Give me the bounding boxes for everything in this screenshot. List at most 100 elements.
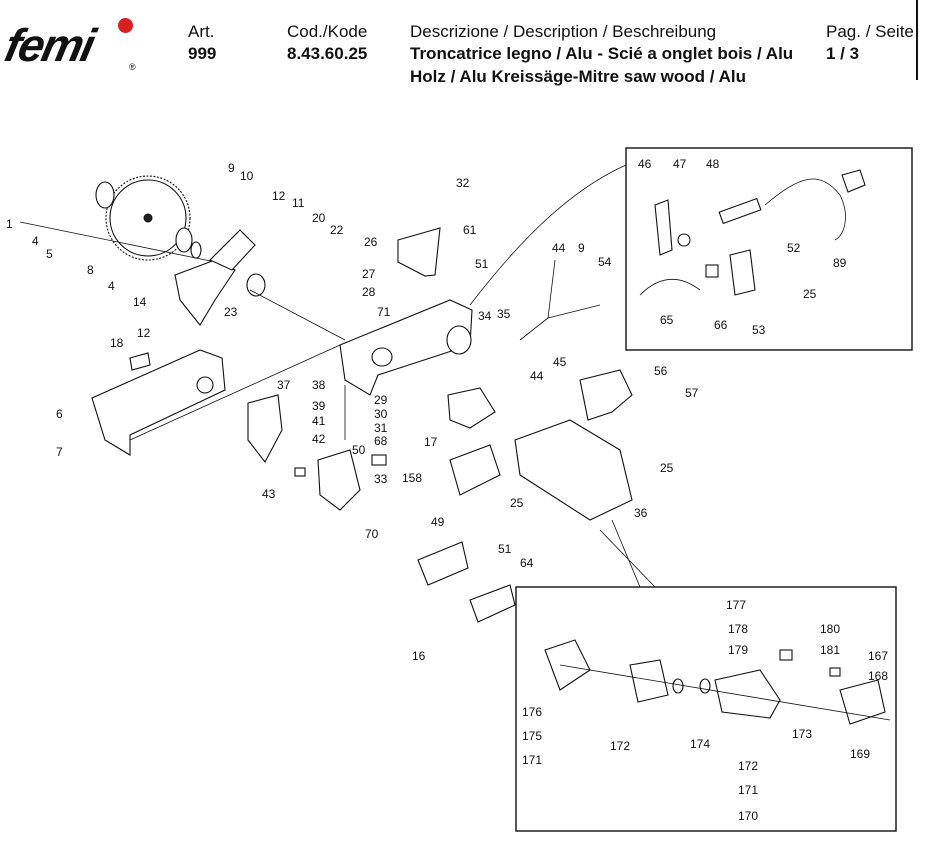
motor-housing bbox=[514, 419, 633, 521]
callout-64: 64 bbox=[520, 556, 534, 570]
arm-pulley bbox=[446, 325, 472, 355]
art-value: 999 bbox=[188, 44, 217, 63]
bracket-plate bbox=[417, 541, 469, 586]
saw-blade bbox=[105, 175, 191, 261]
callout-8: 8 bbox=[87, 263, 94, 277]
description-line-1: Troncatrice legno / Alu - Scié a onglet … bbox=[410, 44, 794, 63]
callout-27: 27 bbox=[362, 267, 376, 281]
arm-pivot bbox=[371, 347, 393, 367]
cover-box bbox=[449, 444, 501, 496]
knob-part bbox=[129, 352, 151, 371]
callout-179: 179 bbox=[728, 643, 748, 657]
base-axis-line bbox=[129, 344, 341, 441]
callout-70: 70 bbox=[365, 527, 379, 541]
inset-pointer-motor bbox=[599, 519, 656, 588]
callout-56: 56 bbox=[654, 364, 668, 378]
callout-33: 33 bbox=[374, 472, 388, 486]
callout-38: 38 bbox=[312, 378, 326, 392]
small-clip bbox=[294, 467, 306, 477]
callout-35: 35 bbox=[497, 307, 511, 321]
terminal-block bbox=[705, 264, 719, 278]
callout-175: 175 bbox=[522, 729, 542, 743]
registered-mark: ® bbox=[129, 62, 136, 72]
callout-16: 16 bbox=[412, 649, 426, 663]
switch-housing bbox=[654, 199, 673, 256]
inset-box-motor bbox=[515, 586, 897, 832]
callout-6: 6 bbox=[56, 407, 63, 421]
cord-holder bbox=[729, 249, 756, 296]
callout-66: 66 bbox=[714, 318, 728, 332]
callout-1: 1 bbox=[6, 217, 13, 231]
callout-171: 171 bbox=[522, 753, 542, 767]
callout-54: 54 bbox=[598, 255, 612, 269]
callout-25c: 25 bbox=[803, 287, 817, 301]
callout-51: 51 bbox=[475, 257, 489, 271]
callout-173: 173 bbox=[792, 727, 812, 741]
callout-158: 158 bbox=[402, 471, 422, 485]
callout-29: 29 bbox=[374, 393, 388, 407]
plug bbox=[841, 169, 866, 193]
callout-44b: 44 bbox=[530, 369, 544, 383]
armature bbox=[544, 639, 591, 691]
brush bbox=[829, 667, 841, 677]
header-rule bbox=[916, 0, 918, 80]
page-value: 1 / 3 bbox=[826, 44, 860, 63]
lock-rod bbox=[519, 259, 601, 341]
callout-180: 180 bbox=[820, 622, 840, 636]
swing-arm bbox=[339, 299, 473, 396]
description-line-2: Holz / Alu Kreissäge-Mitre saw wood / Al… bbox=[410, 67, 746, 86]
document-header: femi ® Art. 999 Cod./Kode 8.43.60.25 Des… bbox=[0, 0, 925, 90]
callout-22: 22 bbox=[330, 223, 344, 237]
handle-half bbox=[247, 394, 283, 464]
callout-176: 176 bbox=[522, 705, 542, 719]
brush-holder bbox=[779, 649, 793, 661]
page-label: Pag. / Seite bbox=[826, 22, 914, 41]
callout-45: 45 bbox=[553, 355, 567, 369]
base-table bbox=[91, 349, 226, 456]
guard-link bbox=[209, 229, 256, 271]
fan-housing bbox=[629, 659, 669, 703]
switch-block bbox=[371, 454, 387, 466]
code-label: Cod./Kode bbox=[287, 22, 368, 41]
callout-168: 168 bbox=[868, 669, 888, 683]
callout-11: 11 bbox=[292, 196, 305, 210]
callout-178: 178 bbox=[728, 622, 748, 636]
callout-53: 53 bbox=[752, 323, 766, 337]
callout-9b: 9 bbox=[578, 241, 585, 255]
callout-171b: 171 bbox=[738, 783, 758, 797]
callout-17: 17 bbox=[424, 435, 438, 449]
cable-clamp bbox=[718, 197, 762, 225]
callout-41: 41 bbox=[312, 414, 326, 428]
callout-68: 68 bbox=[374, 434, 388, 448]
callout-25: 25 bbox=[660, 461, 674, 475]
callout-43: 43 bbox=[262, 487, 276, 501]
callout-71: 71 bbox=[377, 305, 391, 319]
callout-34: 34 bbox=[478, 309, 492, 323]
callout-labels: 1 4 5 8 4 14 12 9 10 12 11 20 22 18 6 7 … bbox=[6, 157, 888, 823]
blade-axis-line bbox=[19, 221, 231, 266]
callout-25b: 25 bbox=[510, 496, 524, 510]
callout-172b: 172 bbox=[738, 759, 758, 773]
outer-flange bbox=[95, 181, 115, 209]
callout-57: 57 bbox=[685, 386, 699, 400]
callout-42: 42 bbox=[312, 432, 326, 446]
code-value: 8.43.60.25 bbox=[287, 44, 368, 63]
callout-177: 177 bbox=[726, 598, 746, 612]
callout-48: 48 bbox=[706, 157, 720, 171]
clamp-plate bbox=[469, 584, 516, 623]
callout-7: 7 bbox=[56, 445, 63, 459]
stator-housing bbox=[714, 669, 781, 719]
callout-20: 20 bbox=[312, 211, 326, 225]
bearing bbox=[672, 678, 684, 694]
motor-end-cap bbox=[839, 679, 886, 725]
callout-12b: 12 bbox=[272, 189, 286, 203]
callout-169: 169 bbox=[850, 747, 870, 761]
power-cord bbox=[764, 178, 846, 241]
callout-61: 61 bbox=[463, 223, 477, 237]
internal-cable bbox=[639, 278, 701, 296]
callout-51b: 51 bbox=[498, 542, 512, 556]
callout-4: 4 bbox=[32, 234, 39, 248]
callout-10: 10 bbox=[240, 169, 254, 183]
callout-39: 39 bbox=[312, 399, 326, 413]
